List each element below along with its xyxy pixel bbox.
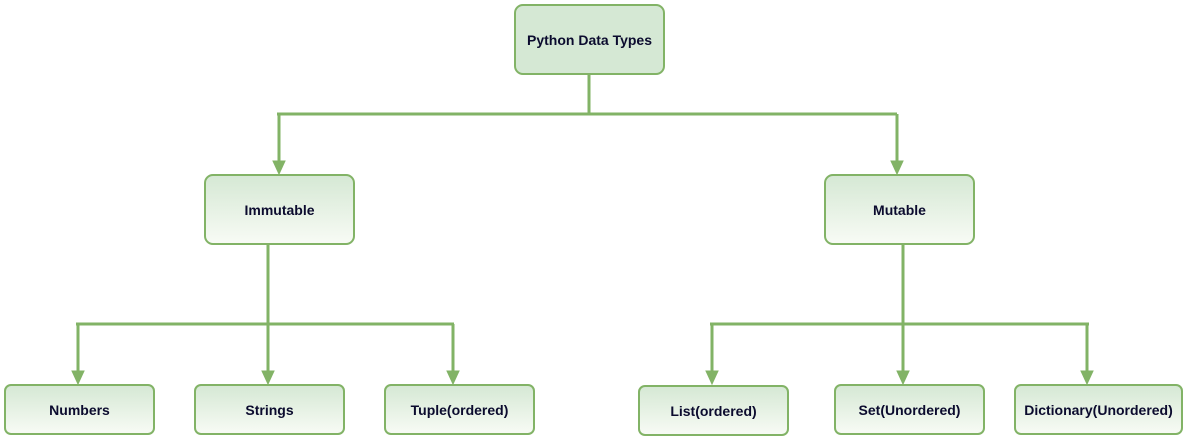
node-set-box <box>834 384 985 435</box>
node-set-label: Set(Unordered) <box>859 402 961 418</box>
node-immutable[interactable]: Immutable <box>204 174 355 245</box>
arrowhead-tuple <box>446 370 460 386</box>
node-root-label: Python Data Types <box>527 32 652 48</box>
node-mutable[interactable]: Mutable <box>824 174 975 245</box>
node-mutable-box <box>824 174 975 245</box>
arrowhead-strings <box>261 370 275 386</box>
node-strings[interactable]: Strings <box>194 384 345 435</box>
arrowhead-mutable <box>890 160 904 176</box>
node-list-label: List(ordered) <box>670 403 756 419</box>
arrowhead-immutable <box>272 160 286 176</box>
arrowhead-set <box>896 370 910 386</box>
node-dictionary-box <box>1014 384 1183 435</box>
node-immutable-label: Immutable <box>244 202 314 218</box>
node-root-box <box>514 4 665 75</box>
node-root[interactable]: Python Data Types <box>514 4 665 75</box>
node-tuple-box <box>384 384 535 435</box>
node-tuple-label: Tuple(ordered) <box>411 402 509 418</box>
arrowhead-dictionary <box>1080 370 1094 386</box>
node-numbers-label: Numbers <box>49 402 110 418</box>
node-mutable-label: Mutable <box>873 202 926 218</box>
node-numbers-box <box>4 384 155 435</box>
node-numbers[interactable]: Numbers <box>4 384 155 435</box>
node-list-box <box>638 385 789 436</box>
arrowhead-list <box>705 370 719 386</box>
node-immutable-box <box>204 174 355 245</box>
arrowhead-numbers <box>71 370 85 386</box>
node-strings-box <box>194 384 345 435</box>
node-dictionary-label: Dictionary(Unordered) <box>1024 402 1173 418</box>
arrowheads <box>71 160 1094 386</box>
node-set[interactable]: Set(Unordered) <box>834 384 985 435</box>
node-strings-label: Strings <box>245 402 293 418</box>
node-list[interactable]: List(ordered) <box>638 385 789 436</box>
node-dictionary[interactable]: Dictionary(Unordered) <box>1014 384 1183 435</box>
connectors <box>76 74 1089 376</box>
node-tuple[interactable]: Tuple(ordered) <box>384 384 535 435</box>
